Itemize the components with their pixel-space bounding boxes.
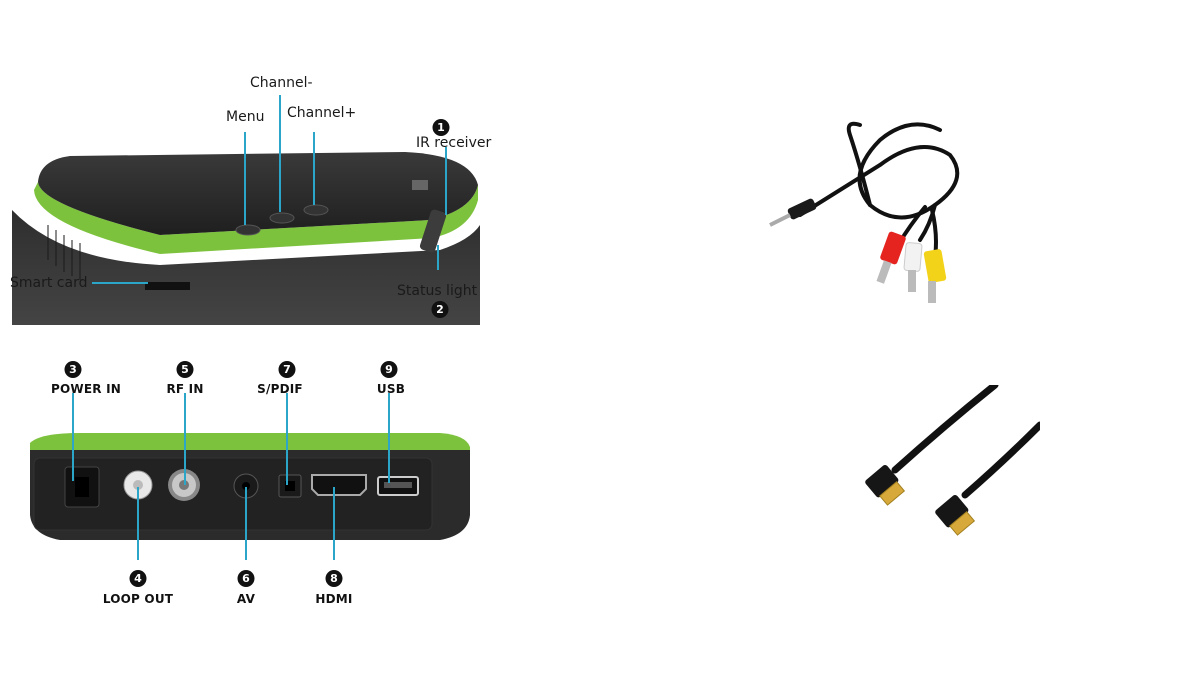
smart-card-label: Smart card xyxy=(10,275,88,291)
channel-plus-label: Channel+ xyxy=(287,105,357,121)
badge-3: 3 xyxy=(64,361,82,378)
channel-minus-label: Channel- xyxy=(250,75,313,91)
hdmi-cable-image xyxy=(865,385,1040,536)
av-cable-panel xyxy=(760,95,980,315)
hdmi-cable-panel xyxy=(855,385,1040,545)
set-top-box-top-illustration xyxy=(12,95,480,325)
badge-6: 6 xyxy=(237,570,255,587)
top-view-panel: Menu Channel- Channel+ 1 IR receiver Sma… xyxy=(0,60,500,330)
menu-label: Menu xyxy=(226,109,265,125)
ir-receiver-label: IR receiver xyxy=(416,135,492,151)
av-cable-image xyxy=(769,121,960,303)
usb-label: USB xyxy=(376,382,406,396)
status-light-label: Status light xyxy=(397,283,478,299)
spdif-label: S/PDIF xyxy=(257,382,303,396)
rf-in-label: RF IN xyxy=(166,382,204,396)
set-top-box-rear-illustration xyxy=(30,393,470,560)
av-label: AV xyxy=(236,592,256,606)
badge-8: 8 xyxy=(325,570,343,587)
power-in-label: POWER IN xyxy=(51,382,121,396)
badge-1: 1 xyxy=(432,119,450,136)
badge-5: 5 xyxy=(176,361,194,378)
badge-7: 7 xyxy=(278,361,296,378)
badge-9: 9 xyxy=(380,361,398,378)
badge-4: 4 xyxy=(129,570,147,587)
badge-2: 2 xyxy=(431,301,449,318)
loop-out-label: LOOP OUT xyxy=(102,592,174,606)
hdmi-label: HDMI xyxy=(315,592,353,606)
rear-view-panel: 3 POWER IN 5 RF IN 7 S/PDIF 9 USB 4 LOOP… xyxy=(0,355,500,615)
